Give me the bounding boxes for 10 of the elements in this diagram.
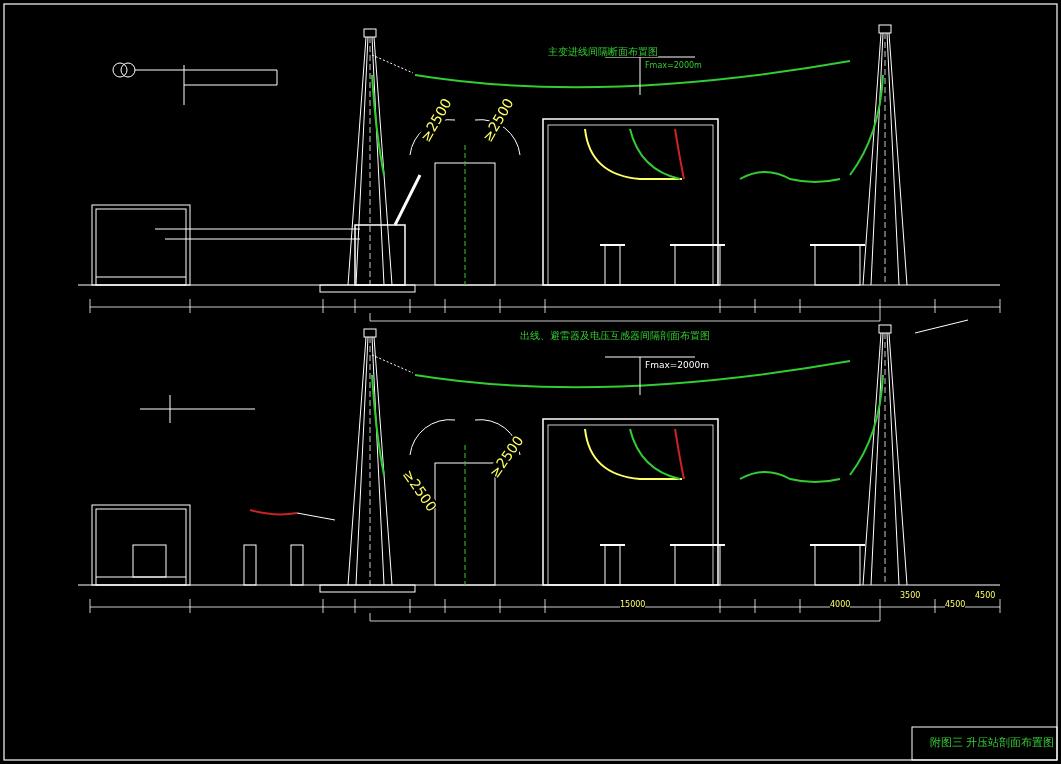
sag-annotation: Fmax=2000m (645, 361, 709, 371)
dimension-value: 15000 (620, 601, 646, 610)
dimension-value: 4500 (945, 601, 966, 610)
section-title: 主变进线间隔断面布置图 (548, 46, 658, 57)
sag-annotation: Fmax=2000m (645, 62, 702, 71)
dimension-value: 3500 (900, 592, 921, 601)
dimension-value: 4000 (830, 601, 851, 610)
dimension-value: 4500 (975, 592, 996, 601)
drawing-title: 附图三 升压站剖面布置图 (930, 737, 1055, 750)
section-title: 出线、避雷器及电压互感器间隔剖面布置图 (520, 330, 710, 341)
